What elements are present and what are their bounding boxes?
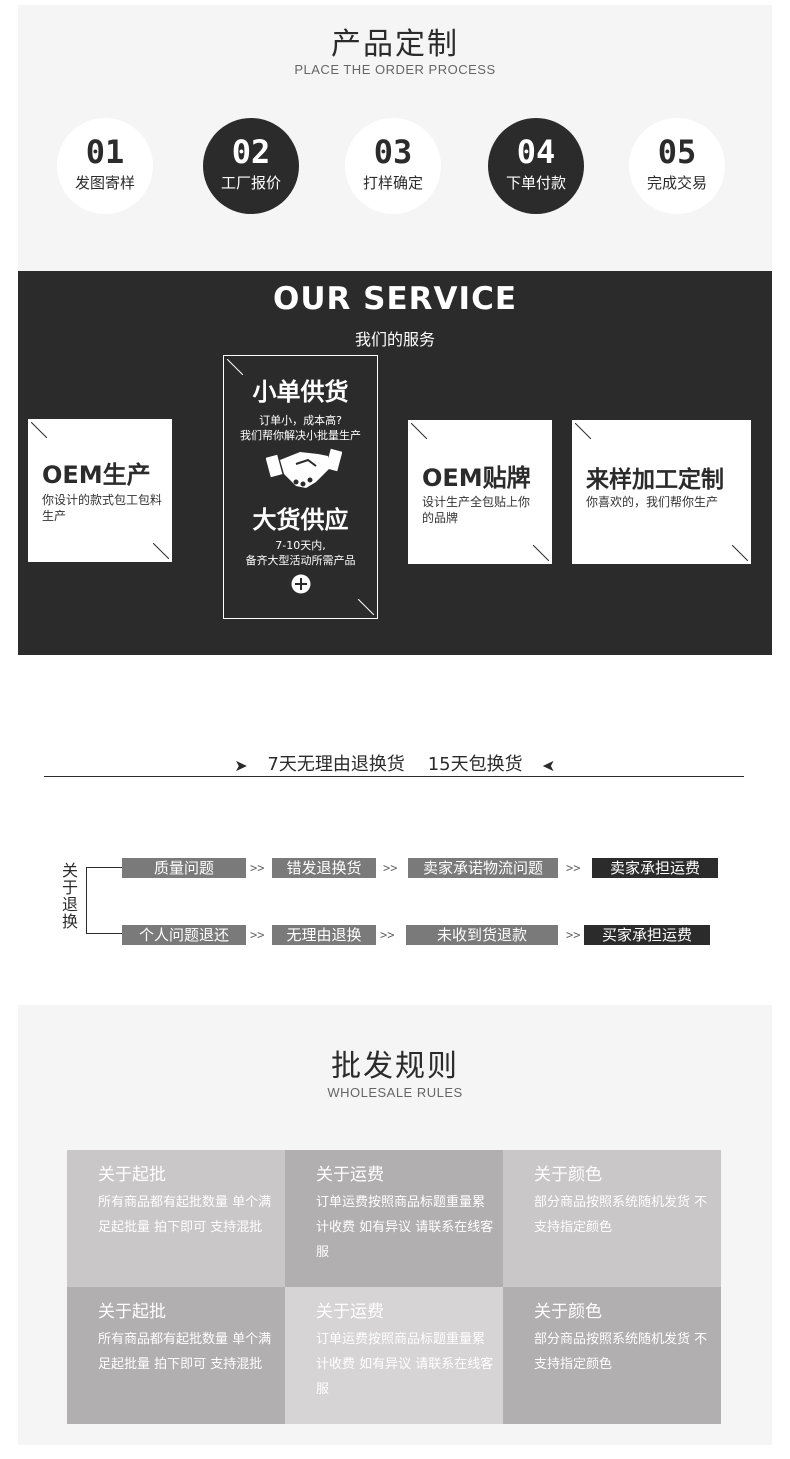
card-title: OEM贴牌 <box>422 464 531 492</box>
return-tag: 错发退换货 <box>272 858 376 878</box>
corner-line-icon <box>411 423 427 439</box>
returns-title: 7天无理由退换货 15天包换货 <box>267 754 523 775</box>
return-tag: 质量问题 <box>122 858 246 878</box>
step-2: 02 工厂报价 <box>203 118 299 214</box>
feature-desc-bulk-supply: 7-10天内, 备齐大型活动所需产品 <box>224 538 377 568</box>
service-section: OUR SERVICE 我们的服务 OEM生产 你设计的款式包工包料生产 小单供… <box>18 271 772 655</box>
corner-line-icon <box>575 423 591 439</box>
returns-title-row: ➤ 7天无理由退换货 15天包换货 ➤ <box>0 750 790 776</box>
step-number: 03 <box>373 133 413 171</box>
feature-title-small-orders: 小单供货 <box>252 378 349 406</box>
step-label: 打样确定 <box>362 174 423 192</box>
rule-card: 关于起批 所有商品都有起批数量 单个满足起批量 拍下即可 支持混批 <box>67 1150 285 1287</box>
return-tag-shipping: 买家承担运费 <box>584 925 710 945</box>
rule-title: 关于运费 <box>316 1302 384 1322</box>
card-desc: 你设计的款式包工包料生产 <box>42 493 163 523</box>
service-subtitle: 我们的服务 <box>354 330 435 349</box>
process-title: 产品定制 <box>331 27 459 62</box>
separator-chevrons: >> <box>383 861 398 875</box>
step-number: 04 <box>516 133 556 171</box>
return-tag: 卖家承诺物流问题 <box>408 858 558 878</box>
arrow-left-icon: ➤ <box>542 755 556 775</box>
rule-desc: 部分商品按照系统随机发货 不支持指定颜色 <box>534 1195 708 1235</box>
step-number: 01 <box>85 133 125 171</box>
feature-desc-line: 7-10天内, <box>275 539 326 552</box>
rule-card: 关于颜色 部分商品按照系统随机发货 不支持指定颜色 <box>503 1150 721 1287</box>
rule-desc: 订单运费按照商品标题重量累计收费 如有异议 请联系在线客服 <box>316 1332 494 1397</box>
separator-chevrons: >> <box>380 928 395 942</box>
wholesale-subtitle: WHOLESALE RULES <box>327 1085 463 1100</box>
return-tag: 无理由退换 <box>272 925 376 945</box>
rule-card: 关于颜色 部分商品按照系统随机发货 不支持指定颜色 <box>503 1287 721 1424</box>
process-subtitle: PLACE THE ORDER PROCESS <box>294 62 496 77</box>
card-desc: 你喜欢的，我们帮你生产 <box>586 495 719 509</box>
corner-line-icon <box>533 545 549 561</box>
plus-circle-icon[interactable] <box>291 574 311 594</box>
return-tag-shipping: 卖家承担运费 <box>592 858 718 878</box>
rule-card: 关于运费 订单运费按照商品标题重量累计收费 如有异议 请联系在线客服 <box>285 1150 503 1287</box>
rule-title: 关于颜色 <box>534 1165 602 1185</box>
step-label: 发图寄样 <box>74 174 135 192</box>
card-title: OEM生产 <box>42 461 151 489</box>
corner-line-icon <box>153 543 169 559</box>
card-desc: 设计生产全包贴上你的品牌 <box>422 495 531 525</box>
separator-chevrons: >> <box>566 928 581 942</box>
bracket-line <box>86 867 122 934</box>
rule-desc: 订单运费按照商品标题重量累计收费 如有异议 请联系在线客服 <box>316 1195 494 1260</box>
step-1: 01 发图寄样 <box>57 118 153 214</box>
rule-desc: 所有商品都有起批数量 单个满足起批量 拍下即可 支持混批 <box>98 1332 272 1372</box>
separator-chevrons: >> <box>250 928 265 942</box>
separator-chevrons: >> <box>566 861 581 875</box>
step-3: 03 打样确定 <box>345 118 441 214</box>
feature-desc-line: 我们帮你解决小批量生产 <box>240 429 361 442</box>
arrow-right-icon: ➤ <box>234 755 248 775</box>
service-title: OUR SERVICE <box>272 281 517 317</box>
rule-desc: 所有商品都有起批数量 单个满足起批量 拍下即可 支持混批 <box>98 1195 272 1235</box>
corner-line-icon <box>31 422 47 438</box>
step-label: 完成交易 <box>646 174 707 192</box>
rule-title: 关于起批 <box>98 1165 166 1185</box>
step-label: 工厂报价 <box>220 174 281 192</box>
rule-title: 关于起批 <box>98 1302 166 1322</box>
card-oem-production: OEM生产 你设计的款式包工包料生产 <box>28 419 172 562</box>
rule-title: 关于运费 <box>316 1165 384 1185</box>
feature-desc-line: 订单小，成本高? <box>259 414 342 427</box>
step-4: 04 下单付款 <box>488 118 584 214</box>
card-feature: 小单供货 订单小，成本高? 我们帮你解决小批量生产 大货供应 7-10天内, 备… <box>223 355 378 619</box>
separator-chevrons: >> <box>250 861 265 875</box>
rule-card: 关于运费 订单运费按照商品标题重量累计收费 如有异议 请联系在线客服 <box>285 1287 503 1424</box>
handshake-icon <box>266 448 342 488</box>
card-sample-custom: 来样加工定制 你喜欢的，我们帮你生产 <box>572 420 751 564</box>
divider <box>44 776 744 777</box>
wholesale-section: 批发规则 WHOLESALE RULES 关于起批 所有商品都有起批数量 单个满… <box>18 1005 772 1445</box>
about-returns-label: 关于退换 <box>62 861 79 931</box>
rule-card: 关于起批 所有商品都有起批数量 单个满足起批量 拍下即可 支持混批 <box>67 1287 285 1424</box>
wholesale-title: 批发规则 <box>331 1049 459 1084</box>
rule-desc: 部分商品按照系统随机发货 不支持指定颜色 <box>534 1332 708 1372</box>
card-oem-label: OEM贴牌 设计生产全包贴上你的品牌 <box>408 420 552 564</box>
feature-desc-line: 备齐大型活动所需产品 <box>245 554 356 567</box>
rule-title: 关于颜色 <box>534 1302 602 1322</box>
card-title: 来样加工定制 <box>586 467 724 493</box>
step-label: 下单付款 <box>505 174 566 192</box>
step-number: 05 <box>657 133 697 171</box>
return-tag: 个人问题退还 <box>122 925 246 945</box>
feature-title-bulk-supply: 大货供应 <box>252 506 349 534</box>
return-tag: 未收到货退款 <box>406 925 558 945</box>
corner-line-icon <box>732 545 748 561</box>
process-section: 产品定制 PLACE THE ORDER PROCESS 01 发图寄样 02 … <box>18 5 772 271</box>
step-5: 05 完成交易 <box>629 118 725 214</box>
feature-desc-small-orders: 订单小，成本高? 我们帮你解决小批量生产 <box>224 413 377 443</box>
corner-line-icon <box>358 599 374 615</box>
step-number: 02 <box>231 133 271 171</box>
corner-line-icon <box>227 359 243 375</box>
